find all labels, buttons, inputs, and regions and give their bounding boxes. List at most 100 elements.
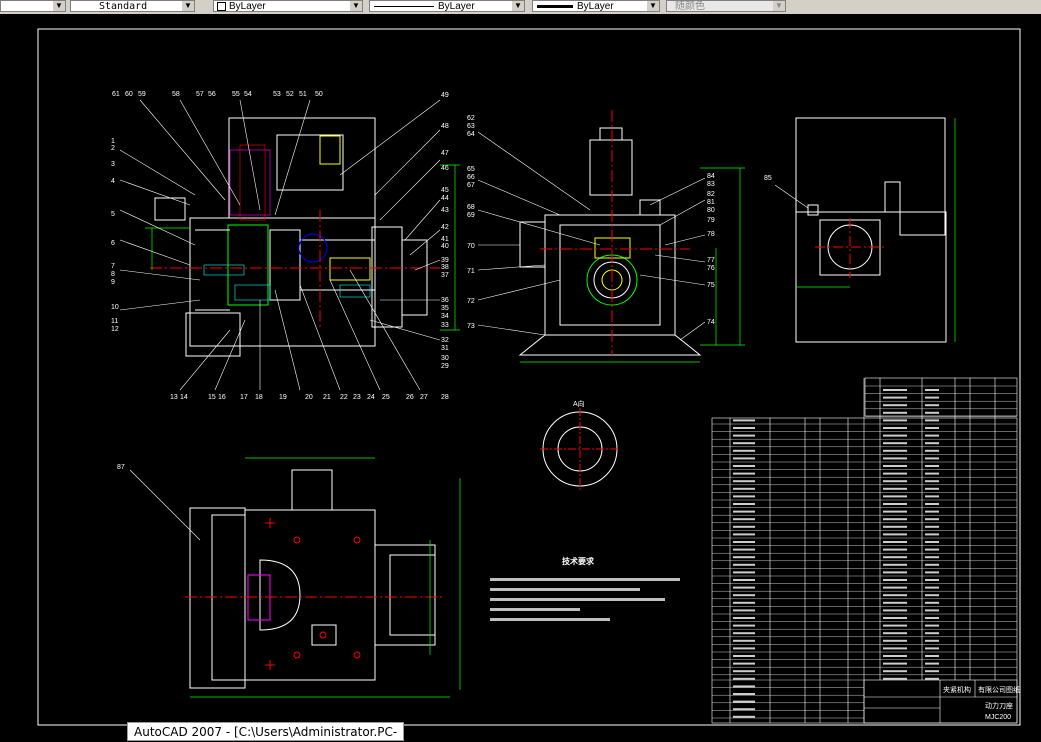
table-cell xyxy=(925,457,939,460)
plot-style-value: 随颜色 xyxy=(675,1,705,12)
chevron-down-icon[interactable]: ▼ xyxy=(182,1,194,11)
balloon: 23 xyxy=(353,394,361,401)
table-cell xyxy=(883,533,907,536)
balloon: 49 xyxy=(441,92,449,99)
table-cell xyxy=(925,639,939,642)
table-cell xyxy=(733,457,755,460)
table-cell xyxy=(883,442,907,445)
table-cell xyxy=(925,563,939,566)
table-cell xyxy=(733,518,755,521)
balloon: 3 xyxy=(111,161,115,168)
chevron-down-icon[interactable]: ▼ xyxy=(350,1,362,11)
table-cell xyxy=(883,609,907,612)
table-cell xyxy=(883,579,907,581)
table-cell xyxy=(925,617,939,619)
table-cell xyxy=(883,487,907,490)
title-block-code: MJC200 xyxy=(985,714,1011,721)
balloon: 50 xyxy=(315,91,323,98)
table-cell xyxy=(883,411,907,414)
balloon: 61 xyxy=(112,91,120,98)
balloon: 1 xyxy=(111,138,115,145)
balloon: 80 xyxy=(707,207,715,214)
balloon: 27 xyxy=(420,394,428,401)
balloon: 34 xyxy=(441,313,449,320)
table-cell xyxy=(733,427,755,429)
balloon: 15 xyxy=(208,394,216,401)
balloon: 46 xyxy=(441,165,449,172)
table-cell xyxy=(883,632,907,635)
balloon: 29 xyxy=(441,363,449,370)
color-value: ByLayer xyxy=(229,1,266,12)
balloon: 87 xyxy=(117,464,125,471)
table-cell xyxy=(925,472,939,475)
table-cell xyxy=(733,617,755,619)
table-cell xyxy=(733,662,755,665)
table-cell xyxy=(883,617,907,619)
table-cell xyxy=(883,563,907,566)
chevron-down-icon[interactable]: ▼ xyxy=(647,1,659,11)
drawing-border xyxy=(37,28,1021,726)
leader-lines xyxy=(119,99,441,391)
lineweight-dropdown[interactable]: ByLayer ▼ xyxy=(532,0,660,12)
table-cell xyxy=(733,624,755,627)
window-title-bar[interactable]: AutoCAD 2007 - [C:\Users\Administrator.P… xyxy=(127,722,405,741)
balloon: 66 xyxy=(467,174,475,181)
balloon: 51 xyxy=(299,91,307,98)
balloon-labels: 61 60 59 58 57 56 55 54 53 52 51 50 1 2 … xyxy=(111,91,449,401)
table-cell xyxy=(883,655,907,657)
balloon: 18 xyxy=(255,394,263,401)
balloon: 26 xyxy=(406,394,414,401)
balloon: 6 xyxy=(111,240,115,247)
balloon: 83 xyxy=(707,181,715,188)
table-cell xyxy=(883,518,907,521)
plot-style-dropdown[interactable]: 随颜色 ▼ xyxy=(666,0,786,12)
balloon: 58 xyxy=(172,91,180,98)
balloon: 24 xyxy=(367,394,375,401)
balloon: 48 xyxy=(441,123,449,130)
chevron-down-icon[interactable]: ▼ xyxy=(512,1,524,11)
table-cell xyxy=(925,677,939,680)
table-cell xyxy=(925,389,939,391)
balloon: 75 xyxy=(707,282,715,289)
balloon: 25 xyxy=(382,394,390,401)
table-cell xyxy=(733,685,755,688)
balloon: 36 xyxy=(441,297,449,304)
table-cell xyxy=(925,503,939,505)
balloon: 78 xyxy=(707,231,715,238)
balloon: 55 xyxy=(232,91,240,98)
text-style-dropdown[interactable]: Standard ▼ xyxy=(70,0,195,12)
table-cell xyxy=(733,442,755,445)
balloon: 79 xyxy=(707,217,715,224)
table-cell xyxy=(733,472,755,475)
balloon: 30 xyxy=(441,355,449,362)
table-cell xyxy=(733,715,755,718)
balloon: 64 xyxy=(467,131,475,138)
balloon: 70 xyxy=(467,243,475,250)
table-cell xyxy=(733,586,755,589)
table-cell xyxy=(925,571,939,574)
drawing-canvas[interactable]: 61 60 59 58 57 56 55 54 53 52 51 50 1 2 … xyxy=(0,14,1041,741)
table-cell xyxy=(733,419,755,422)
table-cell xyxy=(883,525,907,528)
table-cell xyxy=(883,495,907,498)
color-dropdown[interactable]: ByLayer ▼ xyxy=(213,0,363,12)
table-cell xyxy=(883,571,907,574)
table-cell xyxy=(883,457,907,460)
chevron-down-icon[interactable]: ▼ xyxy=(53,1,65,11)
technical-notes: 技术要求 xyxy=(490,556,680,621)
balloon: 5 xyxy=(111,211,115,218)
color-swatch-icon xyxy=(217,2,226,11)
balloon: 12 xyxy=(111,326,119,333)
balloon: 69 xyxy=(467,212,475,219)
chevron-down-icon[interactable]: ▼ xyxy=(773,1,785,11)
table-cell xyxy=(733,579,755,581)
table-cell xyxy=(925,495,939,498)
table-cell xyxy=(883,548,907,551)
table-cell xyxy=(883,404,907,407)
table-cell xyxy=(883,670,907,673)
table-cell xyxy=(883,647,907,650)
layer-dropdown[interactable]: ▼ xyxy=(0,0,66,12)
table-cell xyxy=(733,677,755,680)
table-cell xyxy=(925,411,939,414)
linetype-dropdown[interactable]: ByLayer ▼ xyxy=(369,0,525,12)
